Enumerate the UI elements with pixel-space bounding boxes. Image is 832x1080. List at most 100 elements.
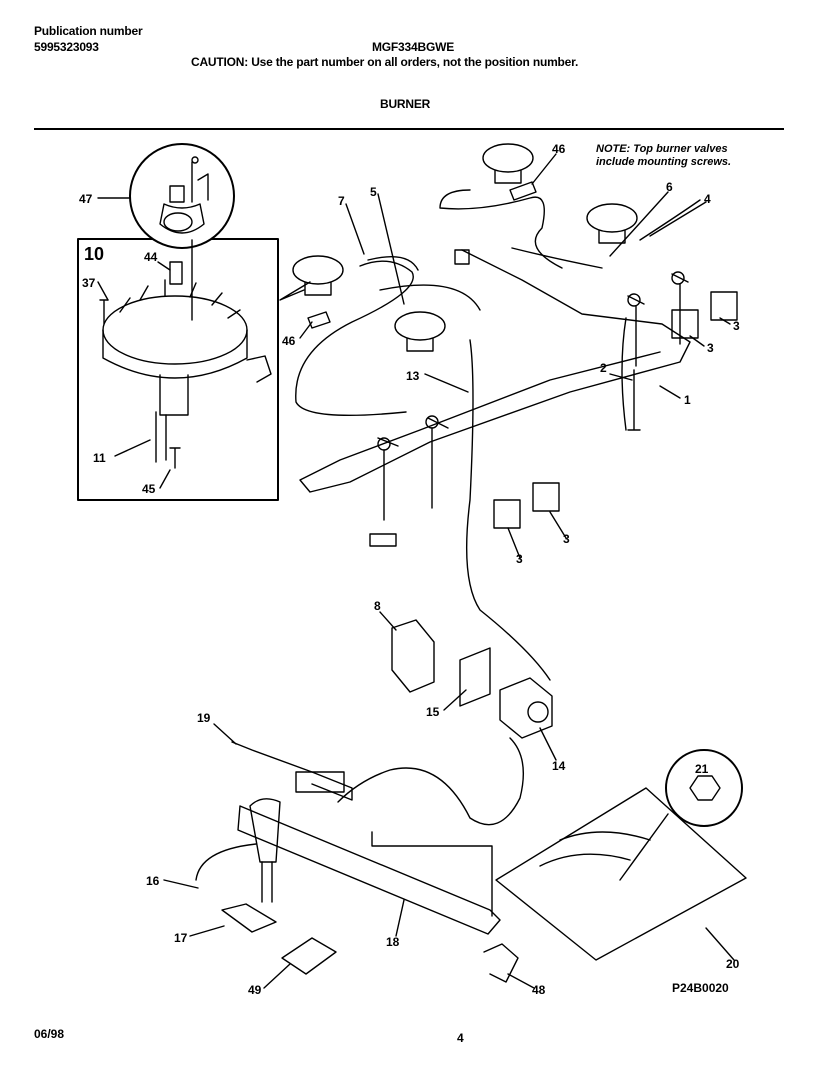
spacer-part	[169, 185, 185, 203]
bracket-part	[191, 161, 209, 203]
regulator-knob	[527, 701, 549, 723]
valve-stems	[377, 273, 689, 447]
tube-7-end	[367, 256, 419, 271]
leader-15	[443, 689, 467, 711]
burner-shield	[371, 831, 493, 917]
leader-3c	[689, 335, 705, 347]
leader-2	[609, 373, 633, 381]
burner-tab	[246, 355, 272, 383]
callout-37: 37	[82, 276, 96, 290]
detail-circle-47	[129, 143, 235, 249]
page-number: 4	[457, 1031, 464, 1045]
spacer-44	[169, 261, 183, 285]
leader-21	[619, 813, 669, 881]
pad-3a	[493, 499, 521, 529]
callout-8: 8	[374, 599, 381, 613]
pad-3d	[710, 291, 738, 321]
callout-3-a: 3	[516, 552, 523, 566]
tube-4	[639, 199, 701, 241]
manifold-1	[299, 249, 691, 493]
figure-code: P24B0020	[672, 981, 729, 995]
oven-burner-venturi	[249, 798, 281, 863]
caution-text: CAUTION: Use the part number on all orde…	[191, 55, 579, 69]
leader-4	[649, 201, 707, 237]
leader-11	[114, 439, 151, 457]
leader-46-right	[531, 153, 557, 185]
callout-2: 2	[600, 361, 607, 375]
manifold-cap	[454, 249, 470, 265]
oven-supply-tube	[337, 737, 525, 826]
callout-11: 11	[93, 451, 106, 465]
burner-base-wall	[102, 329, 248, 379]
callout-44: 44	[144, 250, 158, 264]
callout-16: 16	[146, 874, 160, 888]
header-rule	[34, 128, 784, 130]
cap-seal	[159, 203, 205, 234]
leader-37	[97, 281, 109, 301]
leader-8	[379, 611, 397, 631]
tube-7	[295, 260, 414, 417]
leader-3d	[719, 317, 731, 325]
callout-46-left: 46	[282, 334, 296, 348]
valve-right-2	[671, 271, 685, 285]
leader-7	[345, 203, 365, 255]
publication-number: 5995323093	[34, 40, 99, 54]
venturi-pipe	[261, 861, 273, 903]
igniter-19	[231, 741, 353, 801]
callout-21: 21	[695, 762, 709, 776]
right-rear-burner	[482, 143, 534, 173]
leader-6	[609, 191, 669, 257]
tube-16	[195, 843, 257, 881]
right-front-burner-throat	[598, 230, 626, 244]
leader-16	[163, 879, 199, 889]
burner-fins	[119, 279, 241, 319]
valve-17	[221, 903, 277, 933]
publication-label: Publication number	[34, 24, 143, 38]
burner-throat	[159, 374, 189, 416]
callout-46-right: 46	[552, 142, 566, 156]
callout-15: 15	[426, 705, 440, 719]
leader-44	[157, 261, 171, 271]
bracket-15	[459, 647, 491, 707]
callout-18: 18	[386, 935, 400, 949]
screw-37	[99, 299, 109, 325]
left-front-burner-throat	[406, 338, 434, 352]
screw-45	[169, 447, 181, 469]
leader-20	[705, 927, 735, 961]
callout-3-c: 3	[707, 341, 714, 355]
callout-49: 49	[248, 983, 262, 997]
leader-17	[189, 925, 225, 937]
callout-3-b: 3	[563, 532, 570, 546]
section-title: BURNER	[380, 97, 431, 111]
leader-49	[263, 963, 291, 989]
right-front-burner	[586, 203, 638, 233]
callout-45: 45	[142, 482, 156, 496]
callout-6: 6	[666, 180, 673, 194]
manifold-end	[369, 533, 397, 547]
left-front-burner	[394, 311, 446, 341]
note-line-2: include mounting screws.	[596, 156, 732, 168]
model-number: MGF334BGWE	[372, 40, 455, 54]
callout-1: 1	[684, 393, 691, 407]
leader-3a	[507, 527, 521, 559]
leader-13	[424, 373, 469, 393]
callout-5: 5	[370, 185, 377, 199]
clip-48	[483, 943, 519, 983]
valve-right-1	[627, 293, 641, 307]
leader-14	[539, 727, 557, 761]
tube-rear	[439, 189, 563, 269]
note-line-1: NOTE: Top burner valves	[596, 143, 728, 155]
callout-48: 48	[532, 983, 546, 997]
inset-box-10	[77, 238, 279, 501]
leader-1	[659, 385, 681, 399]
ring-part	[163, 212, 193, 232]
pad-3c	[671, 309, 699, 339]
flame-spreader-20	[495, 787, 747, 961]
bracket-49	[281, 937, 337, 975]
bracket-46-left	[307, 311, 331, 329]
callout-13: 13	[406, 369, 420, 383]
callout-47: 47	[79, 192, 93, 206]
leader-45	[159, 469, 171, 489]
bracket-2-line	[621, 317, 627, 431]
